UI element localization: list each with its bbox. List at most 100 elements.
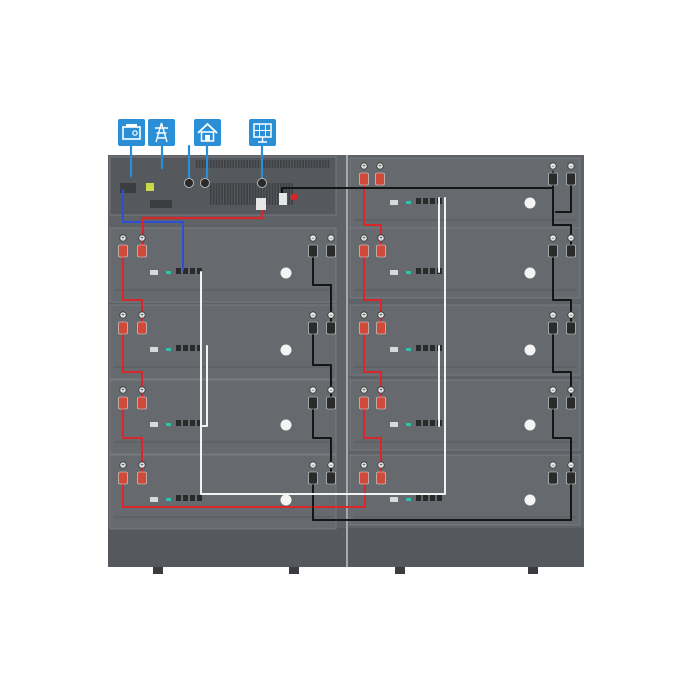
module-led	[406, 348, 411, 351]
module-led	[390, 422, 398, 427]
solar-panel-icon	[249, 119, 276, 146]
terminal-cap	[138, 461, 146, 469]
vent-slot	[226, 183, 229, 205]
module-port	[423, 345, 428, 351]
terminal-symbol: −	[551, 236, 555, 242]
terminals: ++−−++−−++−−++−−++−−++−−++−−++−−++−−	[118, 162, 576, 485]
vent-slot	[224, 160, 226, 168]
negative-terminal: −	[548, 162, 558, 186]
terminal-symbol: +	[362, 236, 366, 242]
terminal-cap	[377, 386, 385, 394]
module-port	[430, 345, 435, 351]
grid-tower-icon	[148, 119, 175, 146]
vent-slot	[215, 160, 218, 168]
vent-slot	[204, 160, 206, 168]
positive-terminal: +	[359, 311, 369, 335]
module-led	[150, 422, 158, 427]
battery-module	[349, 157, 581, 229]
terminal-symbol: +	[121, 463, 125, 469]
comm-cable	[295, 197, 446, 495]
cabinet-right-foot	[528, 567, 538, 574]
terminal-lug	[566, 172, 576, 186]
terminal-symbol: −	[551, 164, 555, 170]
module-port	[183, 345, 188, 351]
positive-link	[363, 404, 382, 475]
battery-module	[109, 227, 337, 303]
vent-slot	[221, 160, 223, 168]
module-led	[390, 270, 398, 275]
inverter-connector	[257, 178, 267, 188]
inverter-port	[120, 183, 136, 193]
inverter-port	[150, 200, 172, 208]
vent-slot	[229, 160, 232, 168]
module-port	[416, 345, 421, 351]
terminal-cap	[327, 234, 335, 242]
negative-terminal: −	[566, 461, 576, 485]
positive-terminal: +	[359, 386, 369, 410]
module-led	[150, 347, 158, 352]
terminal-symbol: −	[311, 463, 315, 469]
vent-slot	[319, 160, 321, 168]
negative-terminal: −	[308, 311, 318, 335]
module-port	[183, 420, 188, 426]
inverter-breaker	[256, 198, 266, 210]
module-case	[349, 454, 581, 526]
vent-slot	[282, 160, 285, 168]
terminal-cap	[327, 386, 335, 394]
terminal-symbol: −	[329, 463, 333, 469]
terminal-symbol: −	[329, 236, 333, 242]
terminal-lug	[375, 172, 385, 186]
module-port	[176, 268, 181, 274]
dc-positive-cable	[141, 208, 264, 248]
negative-terminal: −	[566, 234, 576, 258]
vent-slot	[212, 160, 215, 168]
terminal-lug	[548, 396, 558, 410]
battery-module	[109, 304, 337, 380]
positive-terminal: +	[359, 461, 369, 485]
module-port	[423, 198, 428, 204]
terminal-symbol: −	[311, 236, 315, 242]
terminal-cap	[138, 386, 146, 394]
vent-slot	[235, 183, 237, 205]
vent-slot	[260, 183, 262, 205]
terminal-cap	[567, 386, 575, 394]
cabinet-right-foot	[395, 567, 405, 574]
module-port	[197, 495, 202, 501]
terminal-symbol: −	[569, 164, 573, 170]
terminal-symbol: +	[362, 164, 366, 170]
terminal-lug	[359, 172, 369, 186]
terminal-lug	[326, 244, 336, 258]
vent-slot	[277, 183, 279, 205]
vent-slot	[201, 160, 204, 168]
battery-modules	[109, 157, 581, 530]
positive-terminal: +	[118, 386, 128, 410]
vent-slot	[294, 160, 296, 168]
terminal-cap	[138, 311, 146, 319]
generator-icon	[118, 119, 145, 146]
terminal-cap	[309, 461, 317, 469]
vent-slot	[249, 160, 251, 168]
vent-slot	[226, 160, 229, 168]
negative-link	[552, 404, 572, 475]
terminal-symbol: +	[362, 463, 366, 469]
positive-terminal: +	[359, 234, 369, 258]
terminal-symbol: −	[569, 313, 573, 319]
module-port	[423, 495, 428, 501]
battery-module	[349, 379, 581, 451]
power-button	[524, 419, 536, 431]
terminal-lug	[359, 471, 369, 485]
terminal-lug	[359, 321, 369, 335]
module-port	[430, 495, 435, 501]
vent-slot	[238, 183, 240, 205]
module-led	[390, 347, 398, 352]
vent-slot	[240, 183, 243, 205]
negative-link	[312, 252, 332, 325]
positive-terminal: +	[137, 234, 147, 258]
terminal-cap	[309, 386, 317, 394]
terminal-lug	[566, 244, 576, 258]
negative-terminal: −	[548, 461, 558, 485]
terminal-cap	[119, 311, 127, 319]
terminal-lug	[137, 244, 147, 258]
terminal-cap	[119, 234, 127, 242]
module-port	[430, 268, 435, 274]
